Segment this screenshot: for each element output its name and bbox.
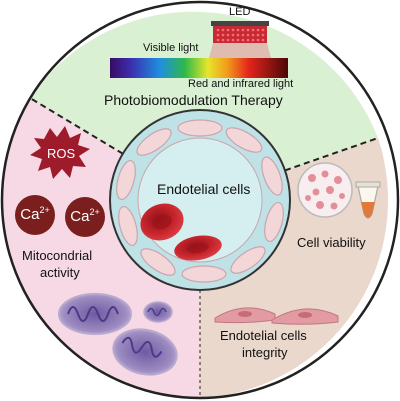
cell-viability-label: Cell viability — [297, 235, 366, 250]
center-label: Endotelial cells — [157, 181, 251, 197]
visible-light-label: Visible light — [143, 42, 199, 54]
endothelial-cell-icon — [271, 308, 339, 325]
red-blood-cell-icon — [140, 203, 184, 241]
calcium-ion-icon — [65, 197, 105, 237]
ros-label: ROS — [47, 146, 76, 161]
culture-dish-icon — [297, 162, 353, 218]
mitochondria-icon — [143, 301, 173, 323]
integrity-label-line2: integrity — [242, 345, 288, 360]
mitochondria-icon — [112, 328, 178, 376]
integrity-label-line1: Endotelial cells — [220, 328, 307, 343]
calcium-symbol: Ca — [70, 208, 90, 225]
red-blood-cell-icon — [174, 235, 222, 261]
led-label: LED — [229, 6, 251, 18]
calcium-symbol: Ca — [20, 206, 40, 223]
calcium-ion-icon — [15, 195, 55, 235]
light-spectrum-bar — [110, 58, 288, 78]
endothelial-cell-icon — [214, 307, 276, 324]
test-tube-icon — [355, 181, 381, 219]
therapy-title: Photobiomodulation Therapy — [104, 92, 283, 108]
mitochondria-icon — [58, 293, 132, 335]
calcium-label: Ca2+ — [15, 205, 55, 223]
red-infrared-label: Red and infrared light — [188, 78, 294, 90]
led-device-icon — [209, 21, 271, 58]
calcium-label: Ca2+ — [65, 207, 105, 225]
ros-burst-icon — [30, 126, 90, 179]
mitochondrial-label-line1: Mitocondrial — [22, 248, 93, 263]
calcium-charge: 2+ — [89, 207, 100, 217]
calcium-charge: 2+ — [39, 205, 50, 215]
mitochondrial-label-line2: activity — [40, 265, 80, 280]
endothelial-ring — [116, 119, 284, 283]
